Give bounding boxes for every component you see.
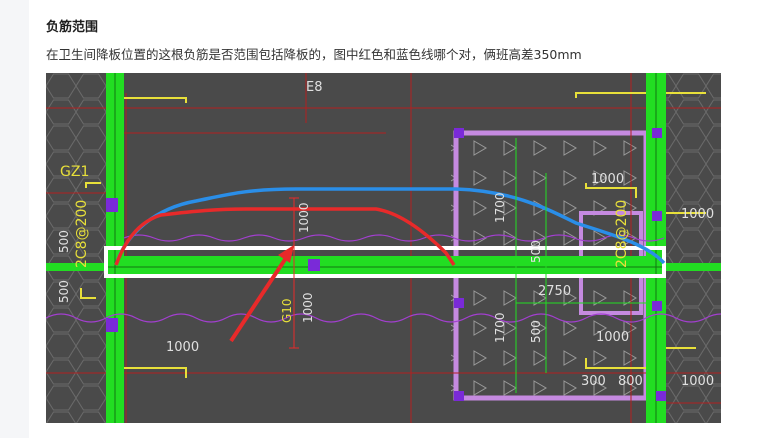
blue-rebar-line [114,187,666,266]
dim-800: 800 [618,374,643,389]
column-markers [106,128,666,401]
cad-drawing-image[interactable]: E8 1000 1000 1000 1000 1000 300 800 2750… [46,73,721,423]
dim-1000-r1: 1000 [591,172,624,187]
rebar-label-left: 2C8@200 [74,200,90,268]
dimension-line [289,197,299,349]
dim-1000-vertical-top: 1000 [297,202,311,233]
recess-dimensions [515,138,646,393]
dim-500-mid2: 500 [529,320,543,343]
cad-drawing-svg: E8 1000 1000 1000 1000 1000 300 800 2750… [46,73,721,423]
red-arrow [229,245,294,343]
dim-500-b: 500 [57,280,71,303]
dim-1000-r4: 1000 [681,374,714,389]
gz1-label: GZ1 [60,164,89,180]
dim-1000-left: 1000 [166,340,199,355]
dim-2750: 2750 [538,284,571,299]
dim-500-a: 500 [57,230,71,253]
dim-1000-r2: 1000 [681,207,714,222]
dim-500-mid: 500 [529,240,543,263]
hatch-right [666,73,721,423]
dim-1700-bottom: 1700 [493,312,507,343]
hatch-left [46,73,106,423]
axis-label-e8: E8 [306,80,323,95]
red-rebar-line [114,207,456,266]
post-title: 负筋范围 [46,20,99,35]
dim-300: 300 [581,374,606,389]
dim-1000-vertical-bottom: 1000 [301,292,315,323]
rebar-label-right: 2C8@200 [614,200,630,268]
wavy-lines [46,234,721,323]
post-description: 在卫生间降板位置的这根负筋是否范围包括降板的，图中红色和蓝色线哪个对，俩班高差3… [46,47,582,62]
g10-label: G10 [280,298,294,323]
dim-1700-top: 1700 [493,192,507,223]
dim-1000-r3: 1000 [596,330,629,345]
